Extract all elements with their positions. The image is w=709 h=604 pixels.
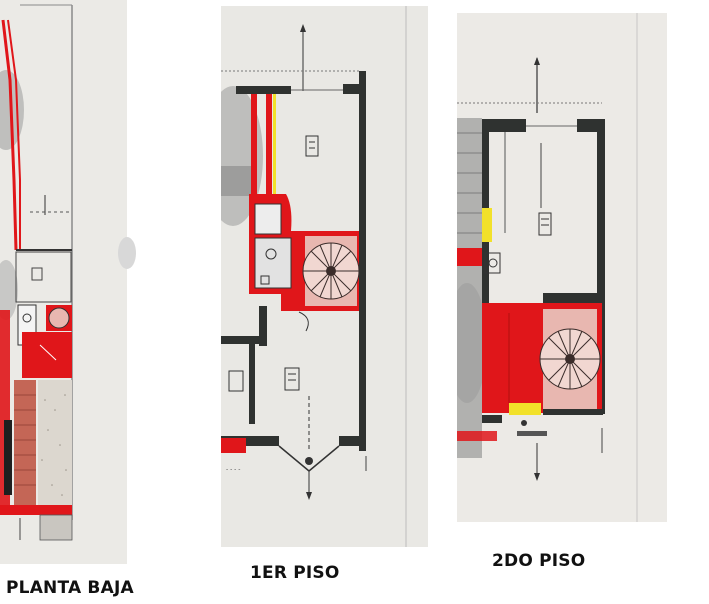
- label-primer-piso: 1ER PISO: [250, 563, 340, 583]
- svg-text:- - - -: - - - -: [226, 466, 240, 473]
- floor-plan-planta-baja: [0, 0, 127, 564]
- floor-plan-primer-piso: - - - -: [221, 6, 428, 547]
- floor-plan-segundo-piso: [457, 13, 667, 522]
- scan-artifact: [118, 237, 136, 269]
- label-segundo-piso: 2DO PISO: [492, 551, 586, 571]
- label-planta-baja: PLANTA BAJA: [6, 578, 134, 598]
